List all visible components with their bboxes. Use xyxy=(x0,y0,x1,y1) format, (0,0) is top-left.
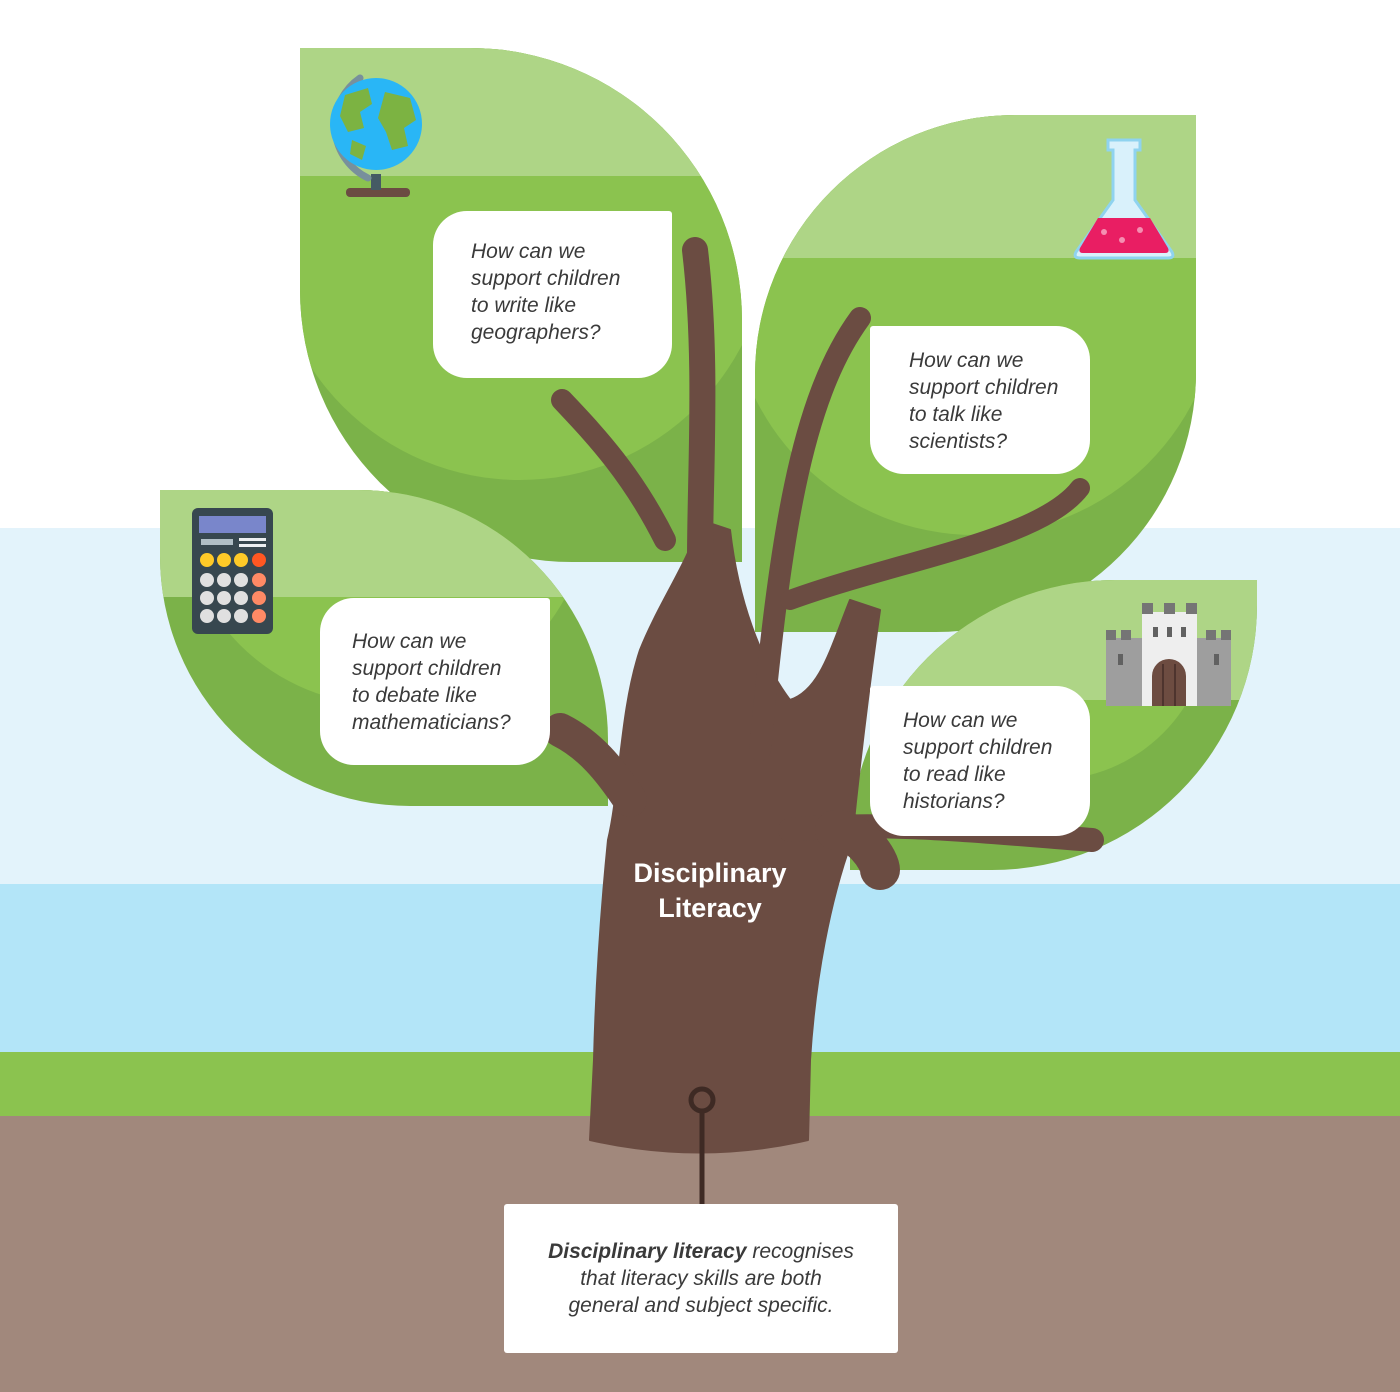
question-line: historians? xyxy=(903,790,1005,813)
caption-line: general and subject specific. xyxy=(568,1294,834,1317)
question-line: support children xyxy=(909,376,1059,399)
question-line: How can we xyxy=(471,240,586,263)
trunk-label: Disciplinary Literacy xyxy=(590,856,830,926)
question-line: to read like xyxy=(903,763,1006,786)
question-line: support children xyxy=(352,657,502,680)
caption-line: that literacy skills are both xyxy=(580,1267,822,1290)
question-bubble-historians: How can we support children to read like… xyxy=(870,686,1090,836)
caption-term: Disciplinary literacy xyxy=(548,1240,747,1263)
question-line: How can we xyxy=(909,349,1024,372)
castle-icon xyxy=(1106,603,1231,706)
globe-icon xyxy=(330,74,422,197)
flask-icon xyxy=(1073,138,1175,260)
question-bubble-mathematicians: How can we support children to debate li… xyxy=(320,598,550,765)
caption-line: Disciplinary literacy recognises xyxy=(504,1238,898,1265)
question-line: to debate like xyxy=(352,684,477,707)
caption-line-rest: recognises xyxy=(746,1240,854,1263)
question-line: How can we xyxy=(903,709,1018,732)
question-line: geographers? xyxy=(471,321,601,344)
calculator-icon xyxy=(192,508,273,634)
question-line: scientists? xyxy=(909,430,1008,453)
question-line: mathematicians? xyxy=(352,711,511,734)
question-bubble-scientists: How can we support children to talk like… xyxy=(870,326,1090,474)
question-line: to write like xyxy=(471,294,577,317)
definition-caption: Disciplinary literacy recognises that li… xyxy=(504,1204,898,1353)
question-line: How can we xyxy=(352,630,467,653)
trunk-label-line: Literacy xyxy=(658,893,762,923)
question-line: support children xyxy=(903,736,1053,759)
question-bubble-geographers: How can we support children to write lik… xyxy=(433,211,672,378)
trunk-label-line: Disciplinary xyxy=(633,858,787,888)
question-line: support children xyxy=(471,267,621,290)
question-line: to talk like xyxy=(909,403,1003,426)
